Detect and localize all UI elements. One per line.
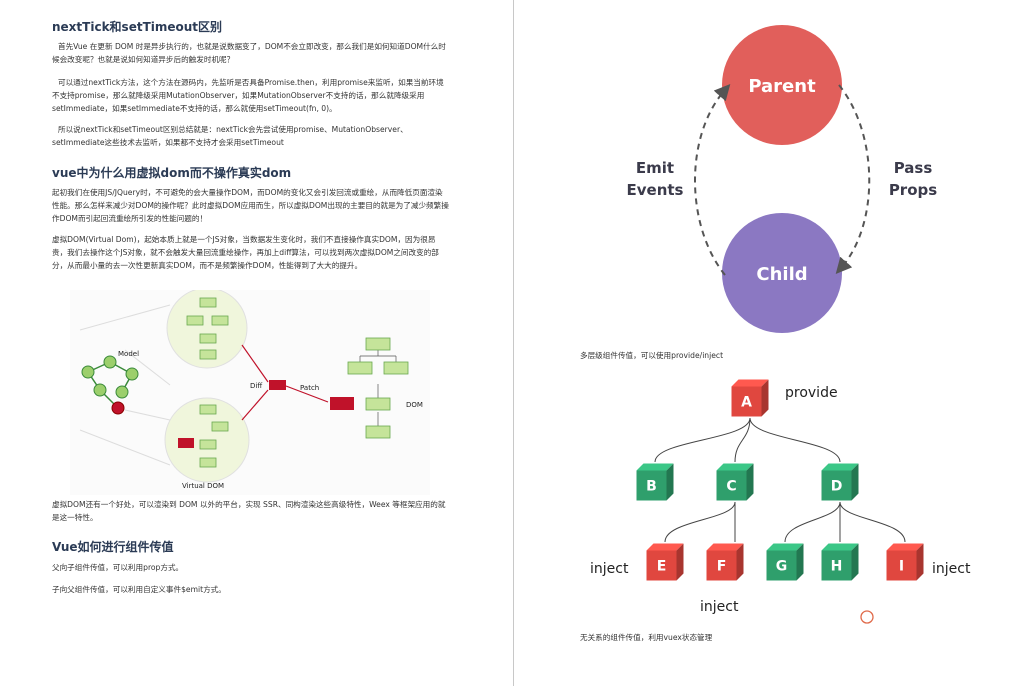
paragraph: 虚拟DOM还有一个好处，可以渲染到 DOM 以外的平台，实现 SSR、同构渲染这…	[52, 500, 446, 522]
cube-label: E	[657, 559, 667, 575]
vuex-caption: 无关系的组件传值，利用vuex状态管理	[580, 633, 713, 642]
cube-label: F	[717, 559, 727, 575]
cube-node-i: I	[886, 543, 924, 581]
paragraph: 虚拟DOM(Virtual Dom)，起始本质上就是一个JS对象，当数据发生变化…	[52, 235, 439, 270]
parent-child-diagram: Parent Child Emit Events Pass Props	[627, 25, 937, 333]
cube-label: C	[726, 479, 736, 495]
paragraph: 父向子组件传值，可以利用prop方式。	[52, 563, 184, 572]
parent-label: Parent	[748, 76, 816, 97]
paragraph: 起初我们在使用JS/JQuery时，不可避免的会大量操作DOM，而DOM的变化又…	[52, 188, 449, 223]
paragraph: 首先Vue 在更新 DOM 时是异步执行的，也就是说数据变了，DOM不会立即改变…	[52, 42, 446, 64]
provide-label: provide	[785, 385, 838, 401]
cube-label: D	[831, 479, 843, 495]
pass-props-arrow	[835, 84, 871, 275]
cube-node-h: H	[821, 543, 859, 581]
emit-label-line1: Emit	[636, 159, 674, 177]
cube-node-e: E	[646, 543, 684, 581]
child-node	[722, 213, 842, 333]
parent-node	[722, 25, 842, 145]
cube-node-c: C	[716, 463, 754, 501]
virtual-dom-diagram: Model Virtual DOM Diff Patch	[70, 290, 430, 495]
paragraph: 子向父组件传值，可以利用自定义事件$emit方式。	[52, 585, 226, 594]
child-label: Child	[756, 264, 807, 285]
virtual-dom-label: Virtual DOM	[182, 482, 224, 490]
inject-label-left: inject	[590, 561, 629, 577]
pass-label-line2: Props	[889, 181, 937, 199]
provide-inject-caption: 多层级组件传值，可以使用provide/inject	[580, 351, 724, 360]
cube-label: G	[776, 559, 788, 575]
emit-events-arrow	[694, 84, 731, 276]
diff-label: Diff	[250, 382, 262, 390]
cube-node-a: A	[731, 379, 769, 417]
pass-label-line1: Pass	[894, 159, 933, 177]
page-divider	[513, 0, 514, 686]
inject-label-right: inject	[932, 561, 971, 577]
provide-inject-tree: A B C D E F G H I provide inject inject inject	[590, 379, 971, 624]
cube-node-b: B	[636, 463, 674, 501]
right-page: Parent Child Emit Events Pass Props 多层级组…	[515, 0, 1027, 686]
cube-label: A	[741, 395, 752, 411]
inject-label-bottom: inject	[700, 599, 739, 615]
model-graph	[81, 355, 139, 415]
cursor-circle-icon	[860, 610, 874, 624]
cube-node-d: D	[821, 463, 859, 501]
cube-label: H	[831, 559, 843, 575]
section-title-virtual-dom: vue中为什么用虚拟dom而不操作真实dom	[52, 166, 292, 180]
section-title-nexttick: nextTick和setTimeout区别	[52, 20, 223, 34]
cube-label: B	[646, 479, 657, 495]
dom-label: DOM	[406, 401, 423, 409]
cube-node-f: F	[706, 543, 744, 581]
patch-label: Patch	[300, 384, 319, 392]
left-page: nextTick和setTimeout区别 首先Vue 在更新 DOM 时是异步…	[0, 0, 513, 686]
cube-label: I	[899, 559, 904, 575]
cube-node-g: G	[766, 543, 804, 581]
model-label: Model	[118, 350, 139, 358]
section-title-component-communication: Vue如何进行组件传值	[52, 540, 174, 554]
paragraph: 可以通过nextTick方法，这个方法在源码内，先监听是否具备Promise.t…	[52, 78, 444, 113]
emit-label-line2: Events	[627, 181, 684, 199]
paragraph: 所以说nextTick和setTimeout区别总结就是：nextTick会先尝…	[52, 125, 408, 147]
